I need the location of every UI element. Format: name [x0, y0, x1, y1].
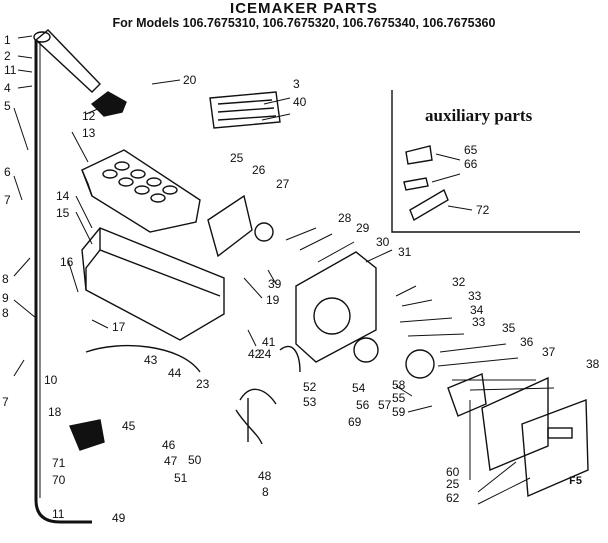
callout-69: 69: [348, 415, 362, 429]
part-26-plate: [207, 194, 253, 258]
callout-57: 57: [378, 398, 392, 412]
callout-4: 4: [4, 81, 11, 95]
callout-25: 25: [446, 477, 460, 491]
water-valve: [69, 419, 105, 451]
callout-70: 70: [52, 473, 66, 487]
disc-35: [405, 349, 435, 379]
callout-26: 26: [252, 163, 266, 177]
callout-53: 53: [303, 395, 317, 409]
part-40-bracket: [209, 91, 281, 129]
callout-40: 40: [293, 95, 307, 109]
callout-8: 8: [2, 272, 9, 286]
ice-mold: [81, 149, 201, 233]
callout-12: 12: [82, 109, 96, 123]
callout-16: 16: [60, 255, 74, 269]
callout-29: 29: [356, 221, 370, 235]
callout-62: 62: [446, 491, 460, 505]
callout-36: 36: [520, 335, 534, 349]
callout-66: 66: [464, 157, 478, 171]
callout-31: 31: [398, 245, 412, 259]
callout-18: 18: [48, 405, 62, 419]
aux-part-72: [409, 188, 449, 222]
callout-5: 5: [4, 99, 11, 113]
callout-27: 27: [276, 177, 290, 191]
cover-plate-38: [481, 376, 549, 471]
fill-cup-arm: [34, 29, 101, 93]
callout-52: 52: [303, 380, 317, 394]
part-27-gear: [254, 222, 274, 242]
fill-tube: [34, 40, 92, 524]
callout-37: 37: [542, 345, 556, 359]
callout-56: 56: [356, 398, 370, 412]
callout-38: 38: [586, 357, 600, 371]
callout-60: 60: [446, 465, 460, 479]
callout-24: 24: [258, 347, 272, 361]
callout-11: 11: [52, 507, 65, 521]
callout-59: 59: [392, 405, 406, 419]
callout-51: 51: [174, 471, 188, 485]
callout-43: 43: [144, 353, 158, 367]
callout-7: 7: [2, 395, 9, 409]
callout-50: 50: [188, 453, 202, 467]
callout-33: 33: [468, 289, 482, 303]
callout-10: 10: [44, 373, 58, 387]
callout-3: 3: [293, 77, 300, 91]
callout-47: 47: [164, 454, 178, 468]
callout-71: 71: [52, 456, 66, 470]
aux-part-65: [405, 145, 433, 165]
callout-72: 72: [476, 203, 490, 217]
wire-41: [85, 344, 201, 373]
callout-15: 15: [56, 206, 70, 220]
callout-55: 55: [392, 391, 406, 405]
callout-17: 17: [112, 320, 126, 334]
disc-55: [353, 337, 379, 363]
aux-part-66: [403, 177, 429, 191]
callout-45: 45: [122, 419, 136, 433]
callout-7: 7: [4, 193, 11, 207]
callout-32: 32: [452, 275, 466, 289]
callout-13: 13: [82, 126, 96, 140]
callout-28: 28: [338, 211, 352, 225]
cover-62: [521, 399, 589, 498]
callout-25: 25: [230, 151, 244, 165]
callout-49: 49: [112, 511, 126, 525]
callout-6: 6: [4, 165, 11, 179]
part-12-bracket: [90, 91, 127, 117]
callout-65: 65: [464, 143, 478, 157]
models-subtitle: For Models 106.7675310, 106.7675320, 106…: [112, 16, 496, 30]
callout-23: 23: [196, 377, 210, 391]
callout-30: 30: [376, 235, 390, 249]
callout-14: 14: [56, 189, 70, 203]
motor-housing: [295, 251, 377, 363]
page-title: ICEMAKER PARTS: [230, 0, 378, 17]
auxiliary-parts-title: auxiliary parts: [425, 106, 533, 125]
housing-tray: [81, 227, 225, 341]
callout-42: 42: [248, 347, 262, 361]
callout-41: 41: [262, 335, 276, 349]
callout-20: 20: [183, 73, 197, 87]
wire-harness: [235, 388, 277, 445]
callout-39: 39: [268, 277, 282, 291]
callout-58: 58: [392, 378, 406, 392]
callout-9: 9: [2, 291, 9, 305]
callout-34: 34: [470, 303, 484, 317]
callout-44: 44: [168, 366, 182, 380]
callout-2: 2: [4, 49, 11, 63]
callout-11: 11: [4, 63, 17, 77]
callout-33: 33: [472, 315, 486, 329]
auxiliary-box-border: [391, 90, 580, 233]
callout-48: 48: [258, 469, 272, 483]
callout-8: 8: [2, 306, 9, 320]
figure-code: F5: [569, 476, 583, 488]
callout-8: 8: [262, 485, 269, 499]
callout-35: 35: [502, 321, 516, 335]
callout-19: 19: [266, 293, 280, 307]
callout-54: 54: [352, 381, 366, 395]
callout-46: 46: [162, 438, 176, 452]
callout-1: 1: [4, 33, 11, 47]
